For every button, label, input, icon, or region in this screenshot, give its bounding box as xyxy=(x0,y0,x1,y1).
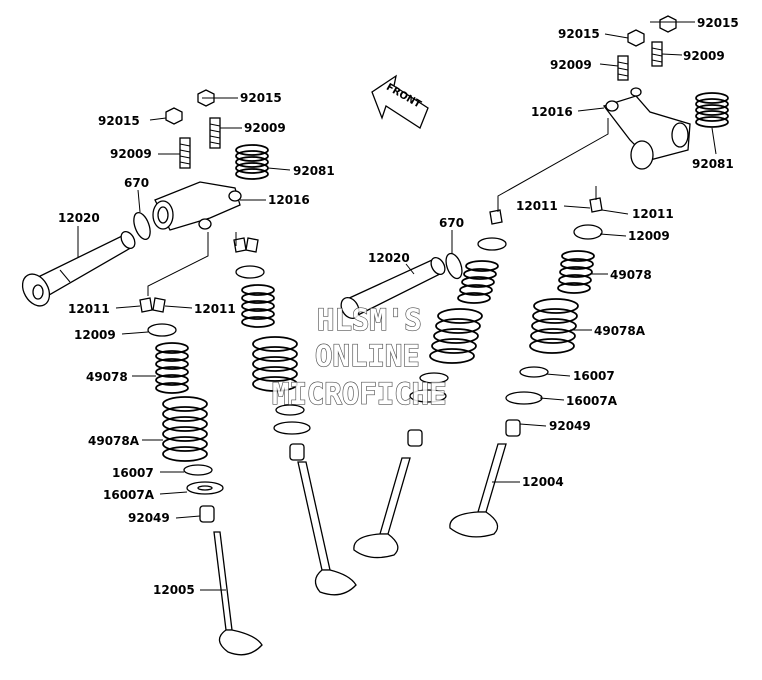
label-12009-l: 12009 xyxy=(74,328,116,342)
inner-spring-left xyxy=(155,342,189,394)
label-12011-r1: 12011 xyxy=(516,199,558,213)
label-92009-l1: 92009 xyxy=(244,121,286,135)
stem-seal-center xyxy=(407,429,423,447)
seat-left-2 xyxy=(275,404,305,416)
label-49078-l: 49078 xyxy=(86,370,128,384)
adjust-screw-left xyxy=(179,137,191,169)
seat-center xyxy=(419,372,449,384)
outer-spring-left-2 xyxy=(252,336,298,392)
inner-spring-right xyxy=(557,250,595,294)
label-670-l: 670 xyxy=(124,176,149,190)
nut-right-2 xyxy=(659,15,677,33)
rocker-arm-right xyxy=(602,87,691,170)
exhaust-valve-left-2 xyxy=(297,461,357,596)
adjust-screw-right xyxy=(617,55,629,81)
washer-center xyxy=(409,389,447,403)
watermark: HLSM'S ONLINE MICROFICHE xyxy=(271,302,447,411)
label-92015-tr2: 92015 xyxy=(558,27,600,41)
label-12004: 12004 xyxy=(522,475,564,489)
label-92009-l2: 92009 xyxy=(110,147,152,161)
rocker-shaft-center xyxy=(340,256,446,319)
adjust-screw-right-2 xyxy=(651,41,663,67)
stem-seal-left xyxy=(199,505,215,523)
label-670-c: 670 xyxy=(439,216,464,230)
label-12011-l1: 12011 xyxy=(68,302,110,316)
o-ring-left xyxy=(133,211,151,241)
label-12011-r2: 12011 xyxy=(632,207,674,221)
retainer-center xyxy=(477,237,507,251)
collet-center xyxy=(489,209,503,225)
retainer-left xyxy=(147,323,177,337)
label-92081-r: 92081 xyxy=(692,157,734,171)
inner-spring-left-2 xyxy=(241,284,275,328)
label-12020-l: 12020 xyxy=(58,211,100,225)
label-49078-r: 49078 xyxy=(610,268,652,282)
intake-valve-center xyxy=(353,457,411,559)
label-92081-l: 92081 xyxy=(293,164,335,178)
nut-left xyxy=(165,107,183,125)
seat-right xyxy=(519,366,549,378)
washer-left-2 xyxy=(273,421,311,435)
rocker-shaft-left xyxy=(21,230,136,307)
label-12016-l: 12016 xyxy=(268,193,310,207)
seat-left xyxy=(183,464,213,476)
label-92015-tr: 92015 xyxy=(697,16,739,30)
label-92015-l1: 92015 xyxy=(240,91,282,105)
label-92049-r: 92049 xyxy=(549,419,591,433)
guide-lines xyxy=(147,118,609,296)
stem-seal-right xyxy=(505,419,521,437)
label-92015-l2: 92015 xyxy=(98,114,140,128)
spring-92081-left xyxy=(235,144,269,180)
spring-92081-right xyxy=(695,92,729,128)
label-16007a-l: 16007A xyxy=(103,488,155,502)
watermark-line1: HLSM'S xyxy=(317,303,422,337)
label-12009-r: 12009 xyxy=(628,229,670,243)
label-92049-l: 92049 xyxy=(128,511,170,525)
retainer-right xyxy=(573,224,603,240)
outer-spring-left xyxy=(162,396,208,462)
adjust-screw-left-2 xyxy=(209,117,221,149)
label-16007a-r: 16007A xyxy=(566,394,618,408)
intake-valve-right xyxy=(449,443,507,538)
label-12016-r: 12016 xyxy=(531,105,573,119)
leader-lines xyxy=(77,21,717,591)
stem-seal-left-2 xyxy=(289,443,305,461)
label-12005: 12005 xyxy=(153,583,195,597)
washer-right xyxy=(505,391,543,405)
inner-spring-center xyxy=(457,260,499,304)
collet-right xyxy=(589,197,603,213)
nut-right xyxy=(627,29,645,47)
watermark-line3: MICROFICHE xyxy=(272,377,447,411)
label-12020-c: 12020 xyxy=(368,251,410,265)
label-49078a-l: 49078A xyxy=(88,434,140,448)
washer-left-inner xyxy=(197,485,213,491)
o-ring-center xyxy=(445,252,463,280)
retainer-left-2 xyxy=(235,265,265,279)
exhaust-valve-left xyxy=(213,531,263,656)
label-92009-tr: 92009 xyxy=(550,58,592,72)
label-12011-l2: 12011 xyxy=(194,302,236,316)
rocker-arm-left xyxy=(152,181,242,231)
collets-left xyxy=(139,237,259,313)
label-16007-r: 16007 xyxy=(573,369,615,383)
label-16007-l: 16007 xyxy=(112,466,154,480)
label-92009-tr2: 92009 xyxy=(683,49,725,63)
part-labels: 92015 92015 92009 92009 12016 92081 1201… xyxy=(58,16,739,597)
outer-spring-center xyxy=(429,308,483,364)
front-arrow: FRONT xyxy=(371,74,429,129)
outer-spring-right xyxy=(529,298,579,354)
watermark-line2: ONLINE xyxy=(315,339,420,373)
label-49078a-r: 49078A xyxy=(594,324,646,338)
